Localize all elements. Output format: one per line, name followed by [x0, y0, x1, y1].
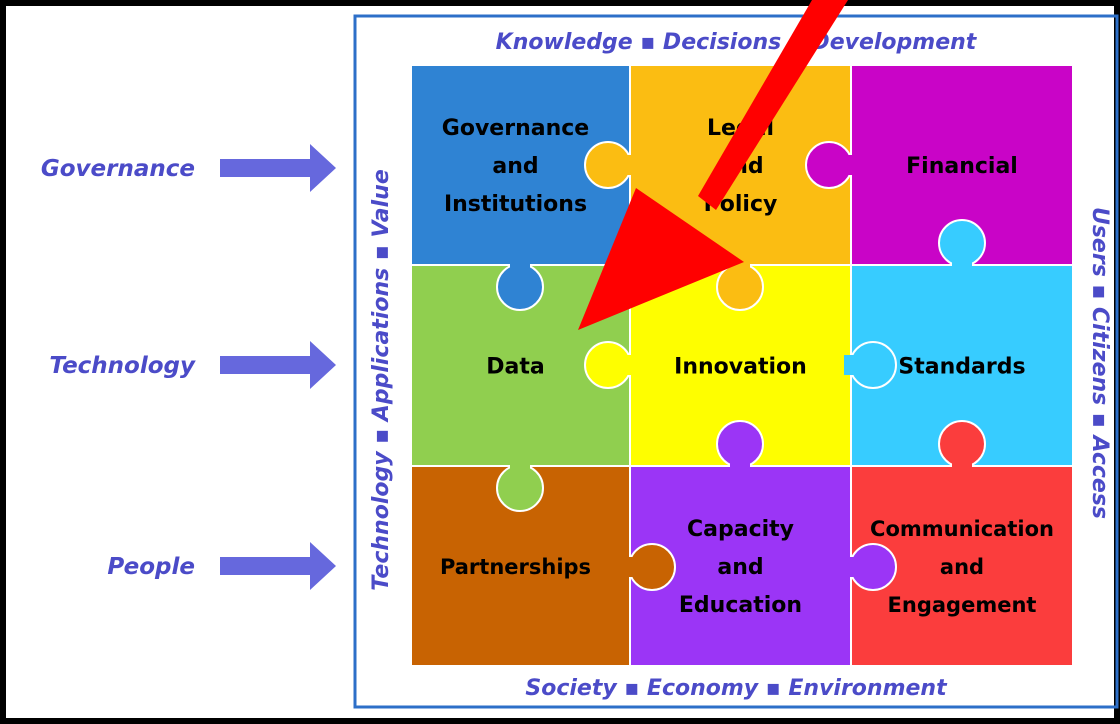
inner-frame — [353, 14, 1119, 709]
puzzle-tab — [844, 341, 897, 389]
puzzle-labels: GovernanceandInstitutionsLegalandPolicyF… — [440, 116, 1054, 618]
puzzle-tab — [938, 420, 986, 473]
frame-left-text: Technology ▪ Applications ▪ Value — [369, 169, 394, 591]
puzzle-tab — [496, 459, 544, 512]
puzzle-tab — [584, 341, 637, 389]
puzzle-tab — [844, 543, 897, 591]
red-pointer-arrow-icon — [578, 0, 848, 330]
piece-label-communication: Engagement — [888, 593, 1037, 617]
frame-bottom-text: Society ▪ Economy ▪ Environment — [525, 676, 948, 701]
input-label-governance: Governance — [41, 156, 195, 182]
input-people: People — [107, 542, 336, 590]
puzzle-tab — [623, 543, 676, 591]
input-label-people: People — [107, 554, 195, 580]
input-governance: Governance — [41, 144, 336, 192]
puzzle-tab — [716, 420, 764, 473]
piece-label-communication: Communication — [870, 517, 1054, 541]
puzzle-tab — [938, 219, 986, 272]
piece-label-capacity: and — [717, 555, 763, 580]
piece-label-data: Data — [486, 355, 544, 380]
piece-label-governance: and — [492, 154, 538, 179]
frame-top-text: Knowledge ▪ Decisions ▪ Development — [496, 30, 978, 55]
piece-label-financial: Financial — [906, 154, 1018, 179]
piece-label-capacity: Capacity — [687, 517, 794, 542]
puzzle-tab — [805, 141, 858, 189]
piece-label-governance: Governance — [442, 116, 589, 141]
right-arrow-icon — [220, 144, 336, 192]
right-arrow-icon — [220, 542, 336, 590]
input-technology: Technology — [49, 341, 336, 389]
puzzle-tabs — [496, 141, 986, 591]
input-label-technology: Technology — [49, 353, 196, 379]
piece-label-capacity: Education — [679, 593, 802, 618]
piece-label-partnerships: Partnerships — [440, 555, 591, 579]
puzzle-tab — [584, 141, 637, 189]
frame-right-text: Users ▪ Citizens ▪ Access — [1087, 207, 1112, 519]
right-arrow-icon — [220, 341, 336, 389]
piece-label-standards: Standards — [898, 355, 1025, 380]
piece-label-innovation: Innovation — [674, 355, 807, 380]
piece-label-communication: and — [940, 555, 984, 579]
piece-label-governance: Institutions — [444, 192, 587, 217]
puzzle-tab — [496, 258, 544, 311]
